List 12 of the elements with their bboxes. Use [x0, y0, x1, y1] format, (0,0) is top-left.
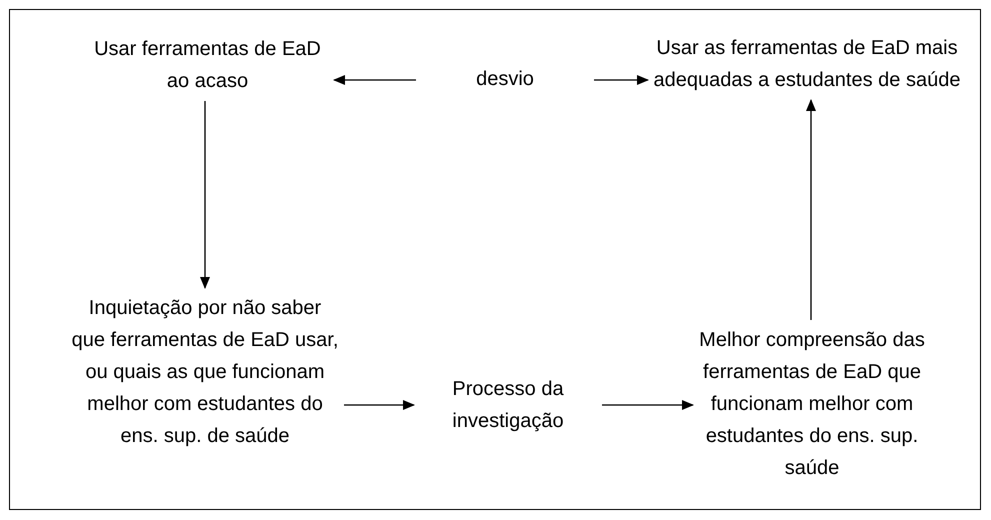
node-text: Inquietação por não saber que ferramentas de EaD usar, ou quais as que funcionam melhor com estudantes do ens. sup. de saúde — [70, 296, 340, 449]
node-text: desvio — [475, 67, 535, 92]
arrow — [594, 75, 649, 85]
arrow — [200, 101, 210, 289]
node-text: Usar ferramentas de EaD ao acaso — [93, 37, 322, 94]
arrow — [602, 400, 694, 410]
node-text: Melhor compreensão das ferramentas de EaD que funcionam melhor com estudantes do ens. sup. saúde — [698, 328, 926, 481]
node-text: Usar as ferramentas de EaD mais adequadas a estudantes de saúde — [652, 36, 962, 93]
node-text: Processo da investigação — [451, 377, 565, 434]
arrow — [806, 99, 816, 320]
arrow — [344, 400, 415, 410]
arrow — [333, 75, 416, 85]
